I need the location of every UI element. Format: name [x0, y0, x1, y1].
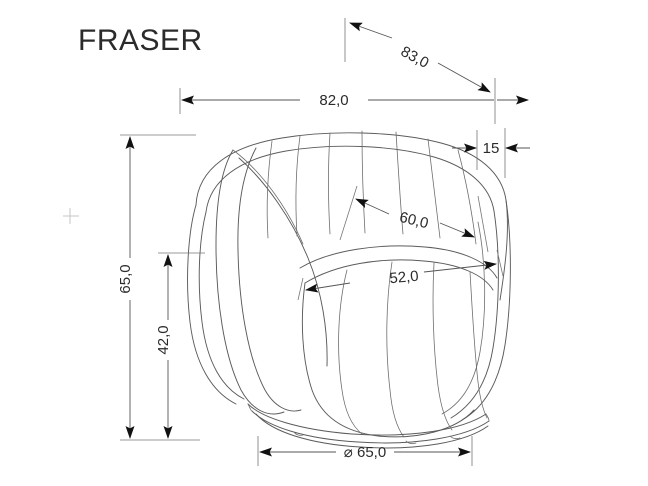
seat-cushion-front	[301, 282, 475, 438]
dim-label-65: 65,0	[117, 264, 134, 293]
base-foot-right	[449, 435, 461, 439]
base-foot-mid	[405, 440, 417, 444]
ext-line-52-right	[496, 249, 504, 277]
dim-label-52: 52,0	[389, 268, 420, 287]
back-rib-3	[328, 132, 331, 235]
left-arm-front-roll	[215, 149, 285, 415]
dim-line-60-right	[439, 222, 475, 238]
dim-label-82: 82,0	[319, 92, 348, 109]
page-title: FRASER	[78, 24, 203, 57]
left-arm-upper-seam	[232, 149, 304, 245]
dim-line-83-upper	[349, 22, 393, 39]
base-top-edge	[247, 403, 487, 436]
right-shell-inner	[450, 210, 499, 419]
seat-rib-1	[338, 269, 363, 435]
dim-label-15: 15	[483, 140, 500, 157]
dimension-inner-60: 60,0	[339, 185, 489, 253]
back-rib-1	[266, 140, 273, 239]
base-foot-left	[293, 431, 304, 436]
left-arm-outer-inner	[198, 211, 245, 400]
seat-rib-2	[386, 261, 405, 438]
base-bottom-edge	[255, 413, 489, 449]
seat-cushion-back-edge	[299, 245, 498, 279]
back-rib-5	[395, 131, 404, 235]
dim-label-base-diameter: ⌀ 65,0	[344, 444, 386, 461]
seat-cushion-back-edge-2	[304, 259, 494, 291]
dimension-base-diameter: ⌀ 65,0	[257, 436, 473, 466]
dimension-seat-52: 52,0	[297, 249, 504, 301]
dim-line-52-left	[305, 282, 351, 293]
dim-label-83: 83,0	[398, 43, 432, 72]
dim-label-42: 42,0	[155, 325, 172, 354]
dimension-width-82: 82,0	[179, 78, 529, 124]
dim-label-60: 60,0	[398, 209, 430, 233]
base-mid-edge	[251, 410, 490, 444]
ext-line-52-left	[297, 277, 304, 301]
backrest-outer-top-rim	[195, 132, 508, 301]
dimension-height-42: 42,0	[155, 252, 205, 439]
dimension-arm-15: 15	[452, 128, 530, 178]
left-arm-outer	[187, 204, 237, 405]
base-left-cap	[247, 403, 253, 412]
right-shell-seam	[441, 221, 486, 415]
dim-line-83-lower	[437, 62, 491, 93]
right-shell-outer	[461, 199, 511, 421]
ext-line-60-right	[477, 195, 489, 253]
back-rib-7	[457, 149, 477, 245]
seat-rib-4	[469, 271, 488, 419]
left-arm-front-roll-2	[237, 147, 302, 412]
base-right-cap	[485, 413, 490, 422]
back-rib-4	[361, 130, 366, 234]
backrest-inner-top-rim	[205, 145, 495, 213]
seat-rib-3	[432, 262, 453, 431]
ext-line-60-left	[339, 185, 358, 241]
back-rib-6	[427, 138, 441, 239]
dimension-height-65: 65,0	[117, 134, 200, 441]
armchair-illustration	[187, 130, 511, 449]
back-rib-2	[295, 135, 301, 237]
left-arm-diagonal-seam	[238, 157, 328, 367]
dim-line-52-right	[423, 260, 497, 273]
dimension-depth-83: 83,0	[344, 18, 491, 93]
dim-line-60-left	[355, 198, 390, 215]
